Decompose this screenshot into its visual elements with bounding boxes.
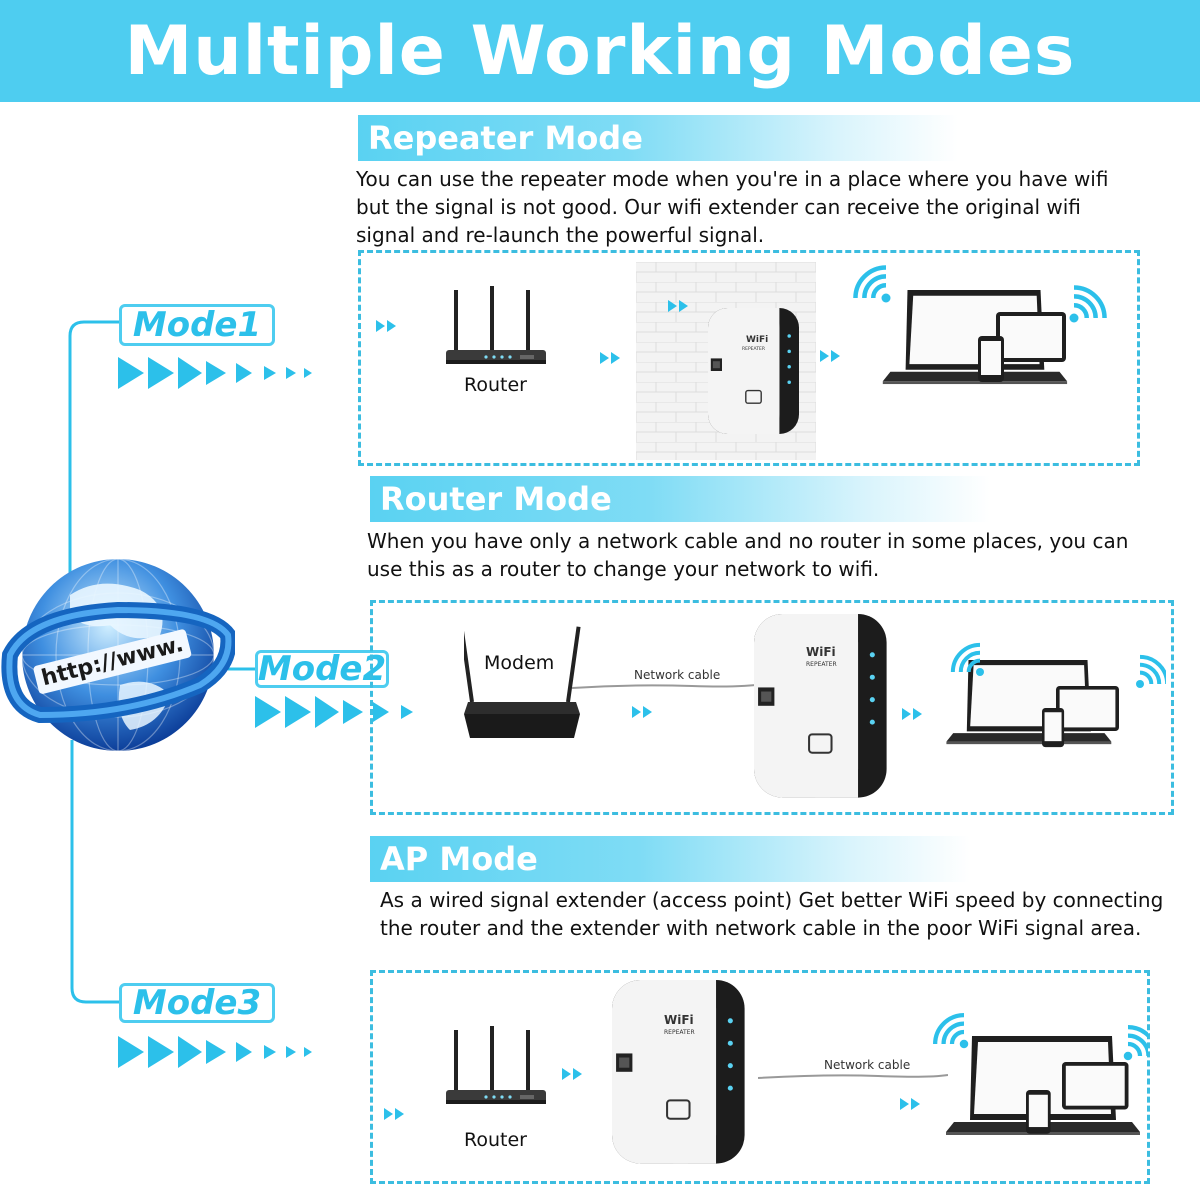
- wifi-signal-icon: [1124, 1021, 1148, 1060]
- tablet-icon: [1056, 686, 1119, 731]
- wifi-signal-icon: [849, 261, 890, 302]
- wifi-extender-icon: WiFi REPEATER: [752, 614, 888, 799]
- arrow-icon: [255, 696, 413, 728]
- extender-model: REPEATER: [664, 1029, 695, 1036]
- router-mode-diagram: [370, 600, 1174, 815]
- ap-mode-header: AP Mode: [370, 836, 970, 882]
- arrow-icon: [118, 1036, 312, 1068]
- extender-brand: WiFi: [806, 645, 836, 659]
- wifi-extender-icon: WiFi REPEATER: [610, 980, 746, 1165]
- mode3-label: Mode3: [119, 983, 275, 1023]
- repeater-mode-header: Repeater Mode: [358, 115, 958, 161]
- devices-group: [924, 1000, 1148, 1135]
- router-mode-header: Router Mode: [370, 476, 990, 522]
- router-cable-label: Network cable: [634, 668, 721, 682]
- phone-icon: [1042, 708, 1065, 748]
- extender-model: REPEATER: [806, 661, 837, 668]
- connector-lines: [68, 320, 256, 1004]
- wifi-signal-icon: [929, 1009, 968, 1048]
- wifi-extender-icon: WiFi REPEATER: [708, 308, 800, 434]
- modem-icon: [464, 626, 581, 738]
- ap-mode-description: As a wired signal extender (access point…: [380, 888, 1164, 940]
- devices-group: [940, 628, 1166, 748]
- router-icon: [446, 1026, 546, 1104]
- mode1-label: Mode1: [119, 304, 275, 346]
- router-mode-description: When you have only a network cable and n…: [367, 529, 1129, 581]
- tablet-icon: [996, 312, 1066, 362]
- extender-brand: WiFi: [664, 1013, 694, 1027]
- tablet-icon: [1062, 1062, 1129, 1110]
- wifi-signal-icon: [947, 639, 984, 676]
- router-icon: [446, 286, 546, 364]
- ap-router-label: Router: [464, 1129, 527, 1151]
- arrow-icon: [902, 708, 922, 720]
- wifi-signal-icon: [1070, 281, 1111, 322]
- ap-mode-diagram: [370, 970, 1150, 1184]
- repeater-mode-diagram: [358, 250, 1140, 466]
- page-title: Multiple Working Modes: [124, 11, 1076, 91]
- mode2-label: Mode2: [255, 649, 389, 689]
- arrow-icon: [118, 357, 312, 389]
- arrow-icon: [668, 300, 688, 312]
- ap-cable-label: Network cable: [824, 1058, 911, 1072]
- extender-brand: WiFi: [746, 335, 768, 345]
- network-cable: [758, 1074, 948, 1079]
- phone-icon: [978, 336, 1004, 382]
- arrow-icon: [632, 706, 652, 718]
- wifi-signal-icon: [1136, 651, 1166, 688]
- repeater-router-label: Router: [464, 374, 527, 396]
- devices-group: [830, 260, 1130, 385]
- arrow-icon: [376, 320, 396, 332]
- title-banner: Multiple Working Modes: [0, 0, 1200, 102]
- arrow-icon: [384, 1108, 404, 1120]
- arrow-icon: [600, 352, 620, 364]
- repeater-mode-description: You can use the repeater mode when you'r…: [356, 167, 1109, 247]
- router-modem-label: Modem: [484, 652, 555, 674]
- phone-icon: [1026, 1090, 1051, 1134]
- arrow-icon: [562, 1068, 582, 1080]
- extender-model: REPEATER: [742, 346, 765, 352]
